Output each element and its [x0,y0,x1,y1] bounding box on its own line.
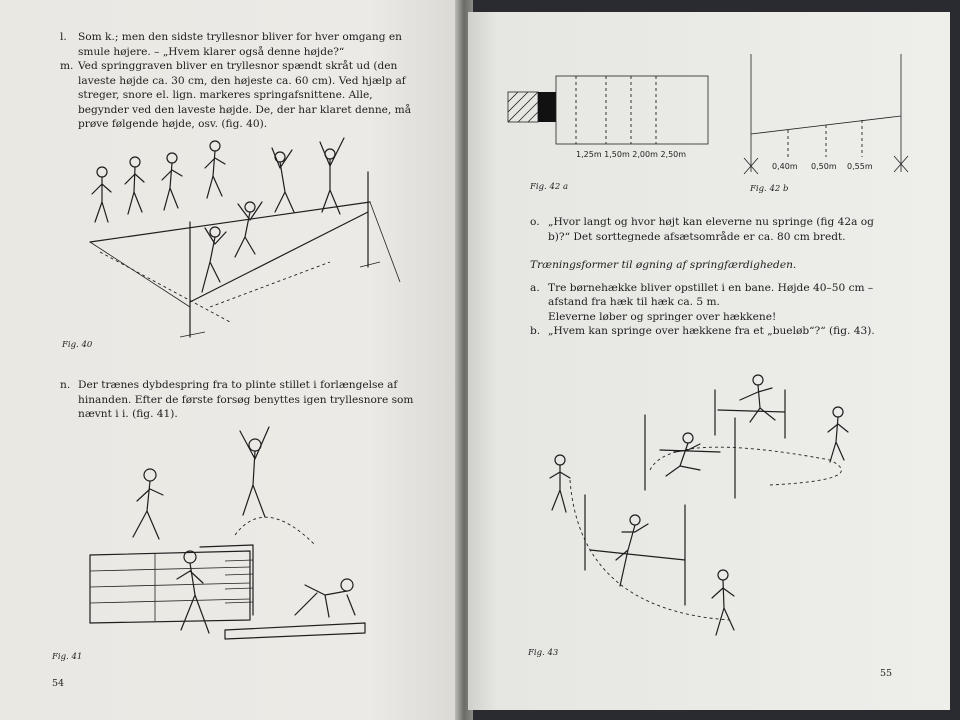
fig42b-caption: Fig. 42 b [750,184,789,194]
left-text-top: l.Som k.; men den sidste tryllesnor bliv… [60,30,418,132]
right-text: o.„Hvor langt og hvor højt kan eleverne … [530,215,890,339]
right-page: 1,25m 1,50m 2,00m 2,50m Fig. 42 a 0,40m … [468,12,950,710]
item-m: m.Ved springgraven bliver en tryllesnor … [60,60,412,130]
item-b: b.„Hvem kan springe over hækkene fra et … [530,325,875,337]
fig42b-label-3: 0,55m [847,162,873,171]
fig42b-diagram: 0,40m 0,50m 0,55m [743,54,909,175]
item-o: o.„Hvor langt og hvor højt kan eleverne … [530,216,874,243]
left-page: l.Som k.; men den sidste tryllesnor bliv… [0,0,462,720]
left-page-number: 54 [52,678,65,689]
fig42a-caption: Fig. 42 a [530,182,569,192]
fig43-caption: Fig. 43 [528,648,559,658]
item-l: l.Som k.; men den sidste tryllesnor bliv… [60,31,402,58]
fig42a-diagram: 1,25m 1,50m 2,00m 2,50m [507,75,709,159]
left-text-bottom: n.Der trænes dybdespring fra to plinte s… [60,378,418,422]
fig43-illustration [549,374,849,636]
fig42b-label-2: 0,50m [811,162,837,171]
fig41-caption: Fig. 41 [52,652,83,662]
fig42b-label-1: 0,40m [772,162,798,171]
training-heading: Træningsformer til øgning af springfærdi… [530,259,797,271]
right-page-number: 55 [880,668,893,679]
fig42a-distance-labels: 1,25m 1,50m 2,00m 2,50m [576,150,686,159]
item-n: n.Der trænes dybdespring fra to plinte s… [60,379,414,420]
fig40-illustration [89,137,401,338]
fig40-caption: Fig. 40 [62,340,93,350]
fig41-illustration [89,426,366,640]
item-a: a.Tre børnehække bliver opstillet i en b… [530,281,874,323]
